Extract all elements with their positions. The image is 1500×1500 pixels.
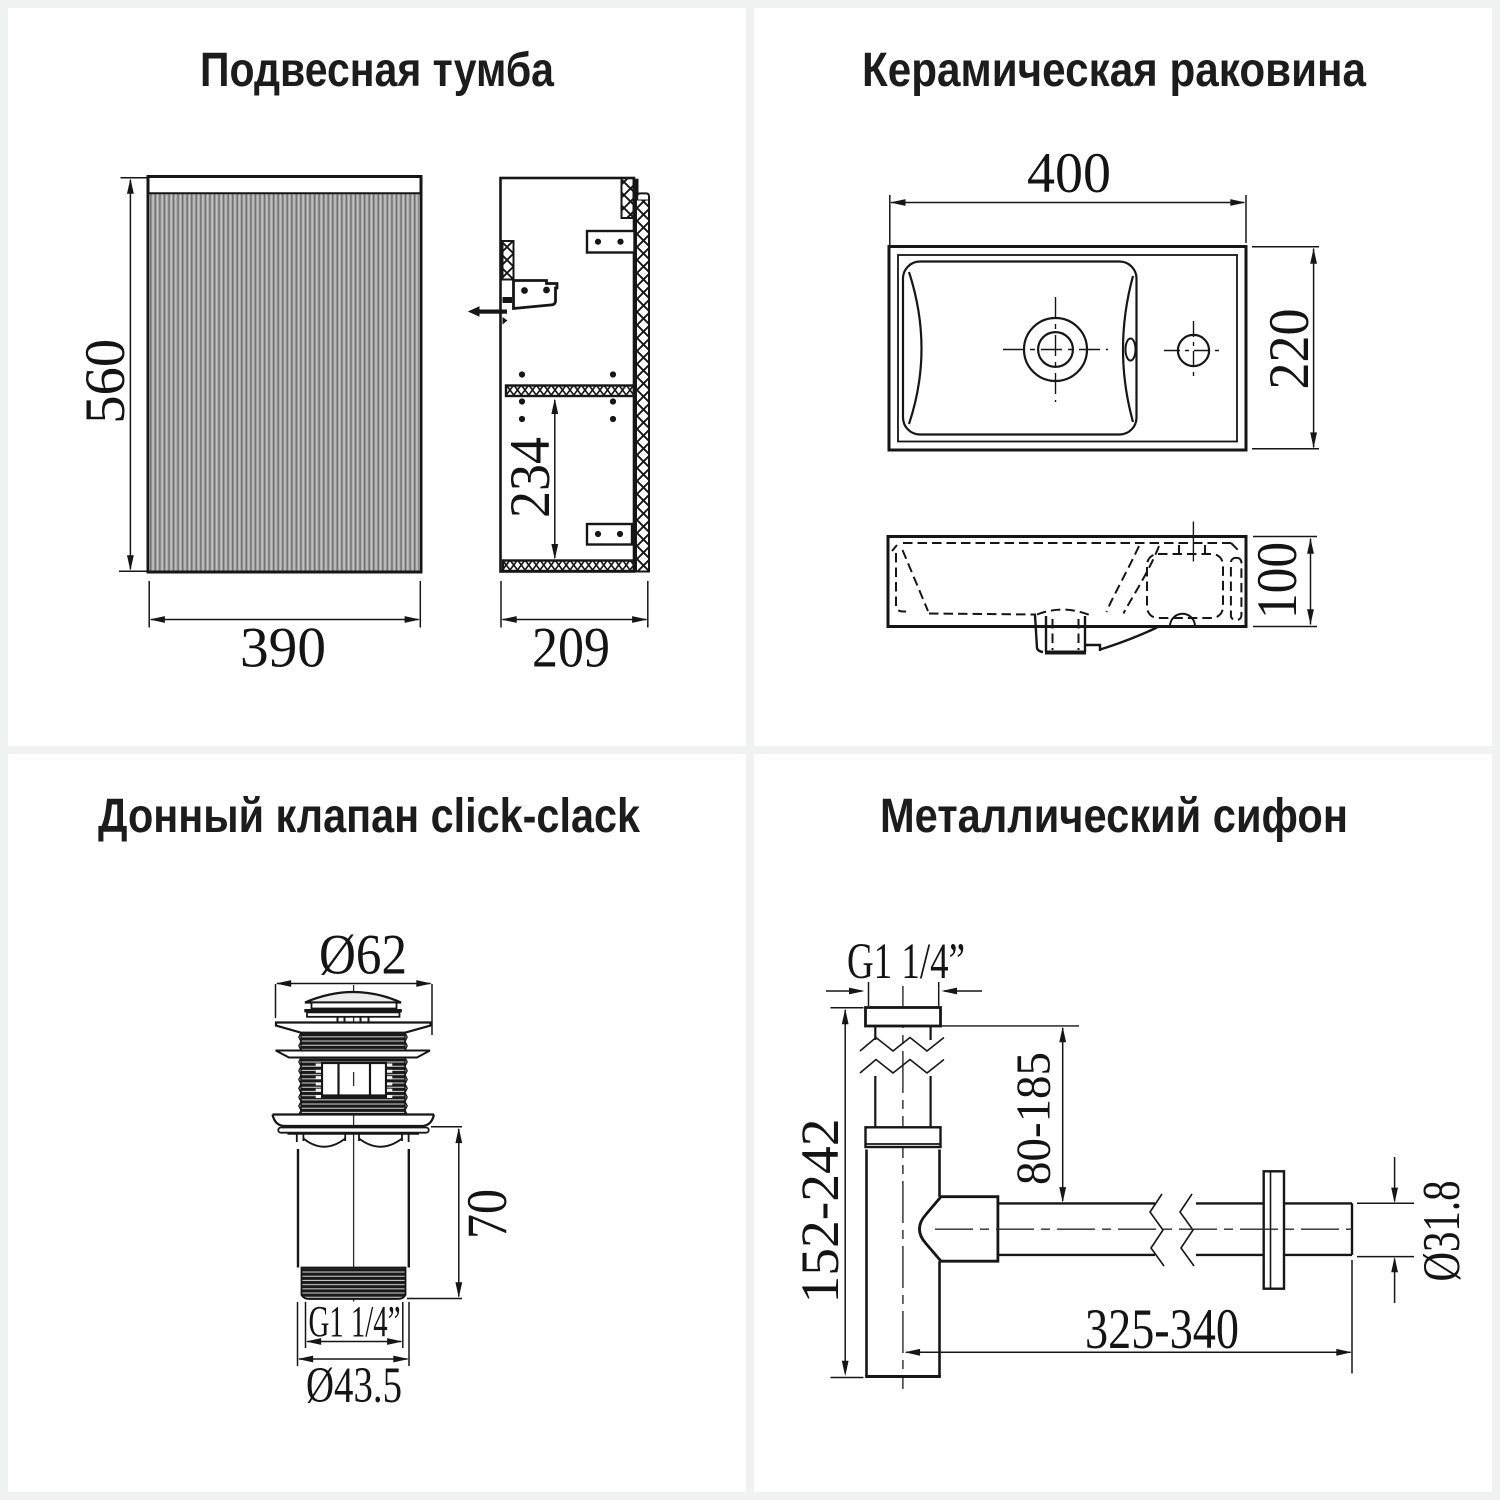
svg-text:325-340: 325-340 [1085,1298,1239,1361]
svg-text:80-185: 80-185 [1006,1052,1061,1185]
svg-text:209: 209 [532,617,610,680]
svg-text:Ø31.8: Ø31.8 [1413,1181,1471,1282]
svg-text:G1 1/4”: G1 1/4” [309,1297,401,1346]
svg-text:100: 100 [1246,542,1309,619]
svg-text:Донный клапан click-clack: Донный клапан click-clack [98,790,640,843]
svg-text:220: 220 [1258,309,1321,390]
svg-text:70: 70 [456,1189,519,1239]
svg-text:400: 400 [1027,142,1111,205]
svg-text:Ø43.5: Ø43.5 [306,1358,402,1414]
svg-text:G1 1/4”: G1 1/4” [847,934,965,990]
svg-text:Ø62: Ø62 [319,924,407,987]
svg-text:152-242: 152-242 [790,1119,850,1304]
svg-text:560: 560 [74,339,137,424]
svg-text:390: 390 [240,617,326,680]
svg-text:234: 234 [499,437,562,518]
svg-text:Керамическая раковина: Керамическая раковина [862,44,1366,97]
svg-text:Подвесная тумба: Подвесная тумба [200,44,554,97]
svg-text:Металлический сифон: Металлический сифон [880,790,1348,843]
